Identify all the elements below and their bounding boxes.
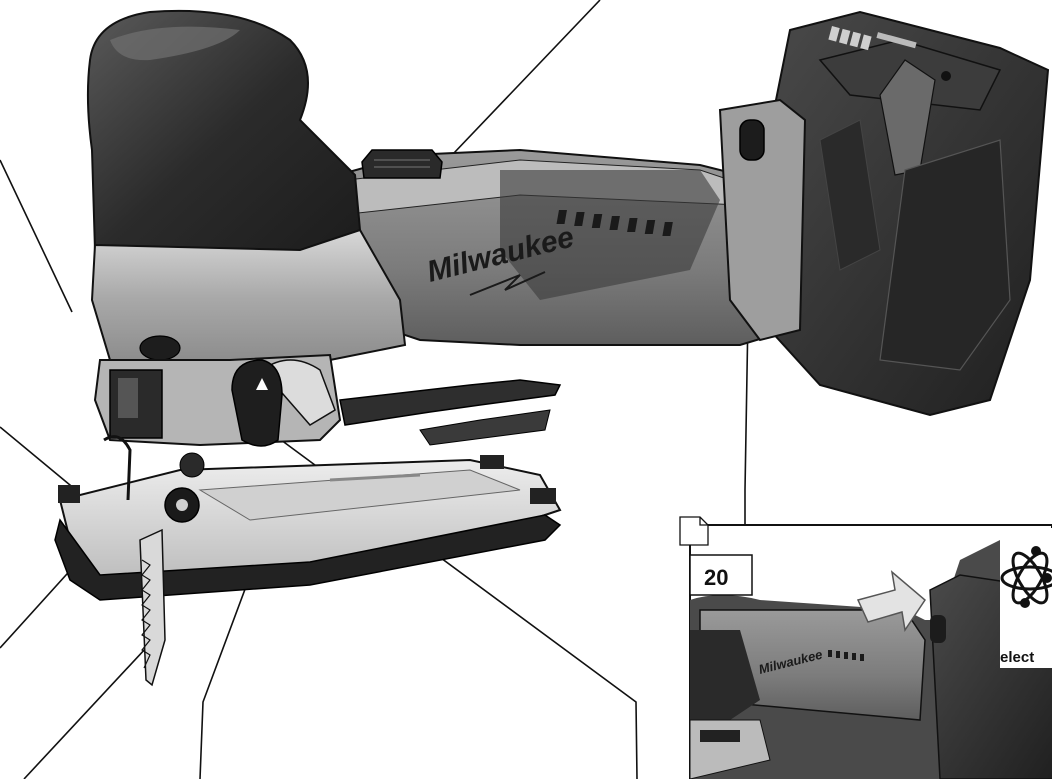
- parallel-guide: [339, 379, 562, 446]
- battery-release-button[interactable]: [739, 119, 765, 161]
- vent-slots: [556, 210, 673, 236]
- leader-line-handle: [0, 159, 73, 313]
- inset-badge-label: elect: [1000, 649, 1034, 666]
- inset-panel: Milwaukee 20: [679, 516, 1052, 780]
- orbital-lever[interactable]: [231, 359, 336, 447]
- leader-line-switch: [431, 0, 601, 177]
- trigger-switch[interactable]: [361, 149, 443, 179]
- inset-page-number: 20: [704, 565, 728, 590]
- battery-pack: [758, 10, 1050, 417]
- lock-button[interactable]: [139, 335, 181, 361]
- blade-guard: [103, 435, 205, 523]
- leader-line-blade: [23, 632, 161, 780]
- fuel-gauge: [828, 26, 917, 51]
- atom-icon: [1000, 528, 1052, 668]
- leader-line-shoe: [199, 548, 261, 780]
- page-icon: [679, 516, 709, 546]
- base-shoe: [54, 455, 562, 601]
- leader-line-blade-guard: [0, 426, 77, 491]
- push-arrow-icon: [856, 570, 926, 632]
- saw-blade: [139, 528, 166, 687]
- main-handle: [86, 9, 407, 367]
